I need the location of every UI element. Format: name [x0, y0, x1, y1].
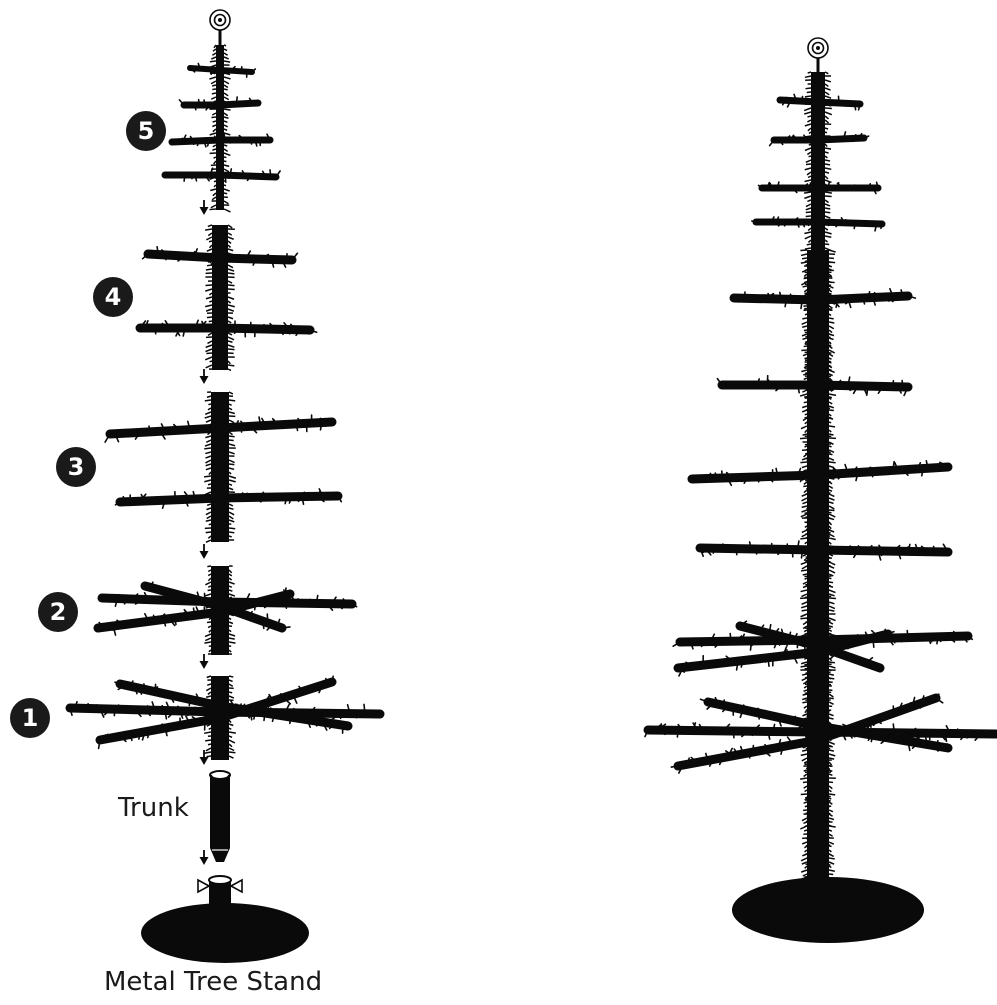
section-badge-1: 1: [10, 698, 50, 738]
down-arrow-icon: [199, 200, 209, 215]
section-badge-4: 4: [93, 277, 133, 317]
down-arrow-icon: [199, 369, 209, 384]
tree-section-4: [135, 224, 318, 372]
down-arrow-icon: [199, 544, 209, 559]
tree-section-5: [161, 44, 281, 213]
tree-section-2: [93, 565, 358, 655]
assembled-tree: [643, 71, 997, 943]
section-badge-2: 2: [38, 592, 78, 632]
assembled-tree-stand: [732, 877, 924, 943]
down-arrow-icon: [199, 654, 209, 669]
down-arrow-icon: [199, 750, 209, 765]
tree-section-3: [104, 391, 343, 543]
hanging-loop-icon: [209, 9, 231, 48]
trunk-piece: [209, 770, 231, 862]
tree-section-1: [65, 675, 385, 760]
hanging-loop-icon: [807, 37, 829, 76]
down-arrow-icon: [199, 850, 209, 865]
section-badge-3: 3: [56, 447, 96, 487]
trunk-label: Trunk: [118, 793, 189, 823]
stand-clamp-icon: [197, 878, 243, 894]
metal-tree-stand: [141, 875, 309, 963]
stand-label: Metal Tree Stand: [104, 967, 323, 997]
section-badge-5: 5: [126, 111, 166, 151]
